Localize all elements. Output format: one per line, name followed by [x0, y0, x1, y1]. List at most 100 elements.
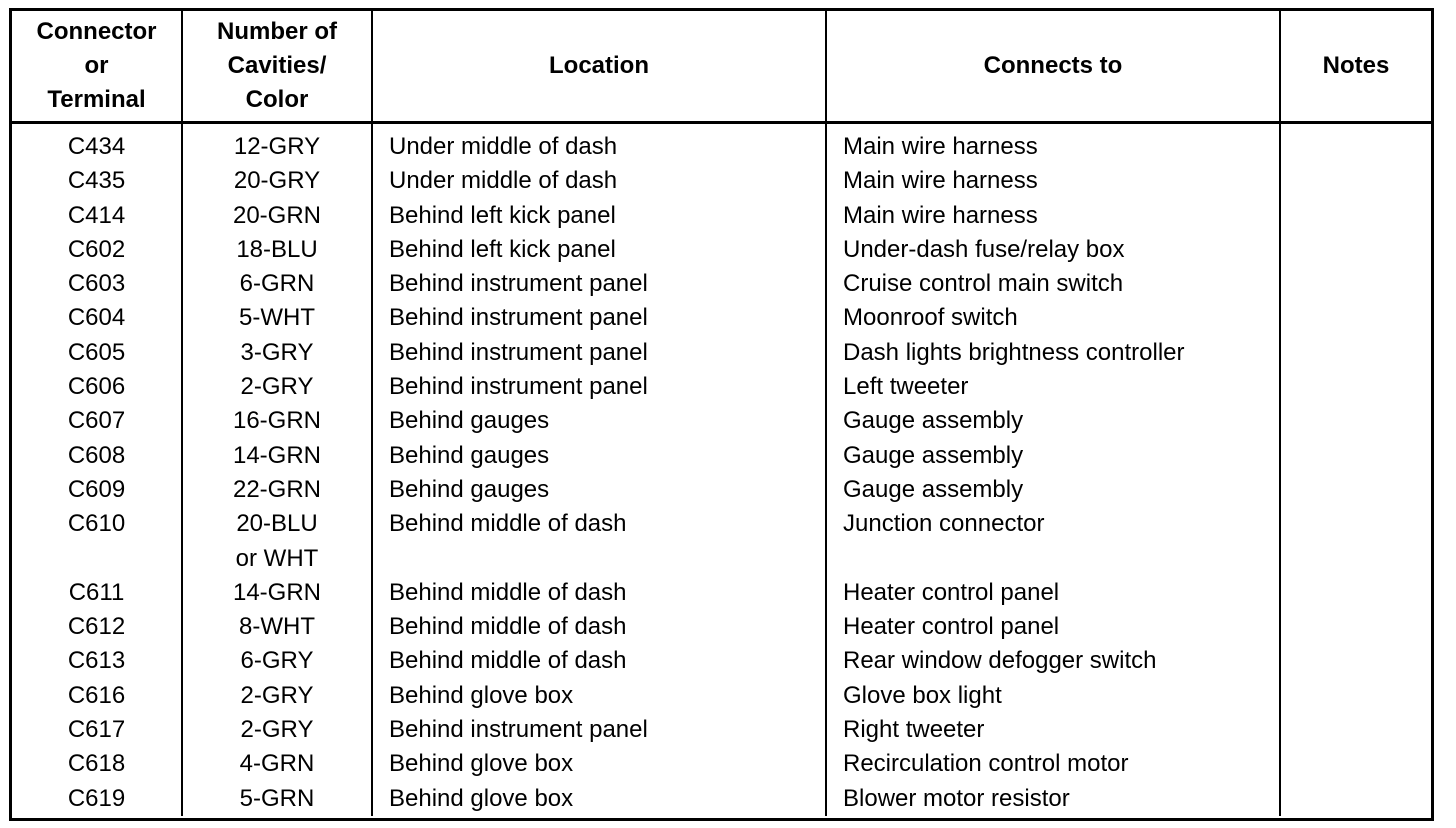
cell-cavities-color: 4-GRN — [182, 747, 373, 782]
cell-connector: C604 — [12, 301, 183, 336]
cell-connector: C610 — [12, 507, 183, 576]
cell-notes — [1280, 679, 1431, 713]
cell-notes — [1280, 123, 1431, 165]
cell-connector: C602 — [12, 232, 183, 268]
cell-connector: C612 — [12, 610, 183, 645]
cell-location: Under middle of dash — [372, 122, 827, 165]
cell-notes — [1280, 370, 1431, 404]
cell-connector: C434 — [12, 122, 183, 165]
cell-cavities-color: 8-WHT — [182, 610, 373, 645]
cell-connects-to: Moonroof switch — [826, 301, 1281, 336]
header-row: Connector or Terminal Number of Cavities… — [12, 11, 1431, 124]
cell-connects-to: Left tweeter — [826, 370, 1281, 405]
cell-connects-to: Gauge assembly — [826, 404, 1281, 439]
cell-connects-to: Glove box light — [826, 678, 1281, 714]
cell-cavities-color: 20-GRY — [182, 164, 373, 199]
cell-connects-to: Under-dash fuse/relay box — [826, 232, 1281, 268]
cell-location: Behind glove box — [372, 747, 827, 782]
cell-connector: C607 — [12, 404, 183, 439]
connector-table-sheet: Connector or Terminal Number of Cavities… — [9, 8, 1434, 821]
cell-location: Behind gauges — [372, 438, 827, 473]
header-cavities-color: Number of Cavities/ Color — [182, 11, 373, 124]
cell-cavities-color: 14-GRN — [182, 438, 373, 473]
cell-notes — [1280, 404, 1431, 438]
cell-notes — [1280, 713, 1431, 747]
cell-notes — [1280, 644, 1431, 678]
cell-connects-to: Heater control panel — [826, 610, 1281, 645]
cell-connects-to: Rear window defogger switch — [826, 644, 1281, 679]
cell-cavities-color: 12-GRY — [182, 122, 373, 165]
connector-table: Connector or Terminal Number of Cavities… — [12, 11, 1431, 816]
cell-cavities-color: 16-GRN — [182, 404, 373, 439]
cell-notes — [1280, 267, 1431, 301]
cell-notes — [1280, 164, 1431, 198]
cell-connects-to: Gauge assembly — [826, 472, 1281, 508]
cell-notes — [1280, 473, 1431, 507]
cell-location: Behind gauges — [372, 472, 827, 508]
cell-notes — [1280, 782, 1431, 816]
cell-cavities-color: 20-BLU or WHT — [182, 507, 373, 576]
cell-connector: C608 — [12, 438, 183, 473]
cell-connector: C609 — [12, 472, 183, 508]
cell-connector: C606 — [12, 370, 183, 405]
cell-location: Behind instrument panel — [372, 713, 827, 748]
cell-connector: C618 — [12, 747, 183, 782]
cell-location: Behind middle of dash — [372, 644, 827, 679]
cell-connects-to: Blower motor resistor — [826, 781, 1281, 816]
cell-location: Behind gauges — [372, 404, 827, 439]
cell-location: Behind middle of dash — [372, 575, 827, 611]
cell-connector: C617 — [12, 713, 183, 748]
cell-cavities-color: 6-GRN — [182, 267, 373, 302]
cell-connects-to: Heater control panel — [826, 575, 1281, 611]
cell-cavities-color: 3-GRY — [182, 335, 373, 371]
cell-connector: C603 — [12, 267, 183, 302]
header-connects-to: Connects to — [826, 11, 1281, 124]
cell-location: Behind middle of dash — [372, 507, 827, 576]
cell-connector: C619 — [12, 781, 183, 816]
header-notes: Notes — [1280, 11, 1431, 124]
cell-notes — [1280, 199, 1431, 233]
cell-notes — [1280, 233, 1431, 267]
cell-connects-to: Main wire harness — [826, 164, 1281, 199]
header-connector: Connector or Terminal — [12, 11, 183, 124]
cell-notes — [1280, 439, 1431, 473]
table-header: Connector or Terminal Number of Cavities… — [12, 11, 1431, 124]
cell-location: Behind instrument panel — [372, 301, 827, 336]
cell-cavities-color: 20-GRN — [182, 198, 373, 233]
cell-location: Behind left kick panel — [372, 198, 827, 233]
cell-location: Behind middle of dash — [372, 610, 827, 645]
cell-connects-to: Right tweeter — [826, 713, 1281, 748]
cell-connector: C605 — [12, 335, 183, 371]
cell-connects-to: Dash lights brightness controller — [826, 335, 1281, 371]
cell-connector: C613 — [12, 644, 183, 679]
cell-notes — [1280, 507, 1431, 576]
cell-connects-to: Main wire harness — [826, 198, 1281, 233]
cell-location: Behind glove box — [372, 678, 827, 714]
cell-cavities-color: 6-GRY — [182, 644, 373, 679]
cell-notes — [1280, 576, 1431, 610]
cell-connector: C611 — [12, 575, 183, 611]
cell-location: Behind left kick panel — [372, 232, 827, 268]
cell-notes — [1280, 301, 1431, 335]
cell-connector: C414 — [12, 198, 183, 233]
cell-location: Behind glove box — [372, 781, 827, 816]
